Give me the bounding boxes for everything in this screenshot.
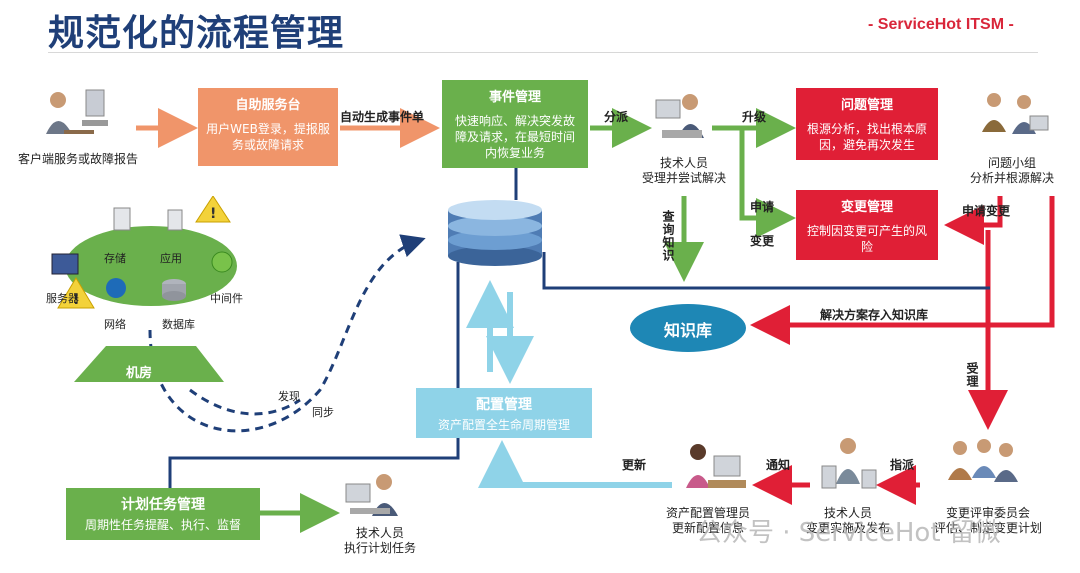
problem-box[interactable]: 问题管理 根源分析，找出根本原因，避免再次发生 — [796, 88, 938, 160]
line-db-to-planned — [168, 262, 460, 488]
tech3-line1: 技术人员 — [355, 526, 404, 540]
discover-label: 发现 — [278, 390, 300, 403]
assign-label: 指派 — [890, 458, 915, 472]
dashed-discover-curve — [189, 388, 301, 416]
storage-label: 存储 — [104, 252, 126, 265]
config-box[interactable]: 配置管理 资产配置全生命周期管理 — [416, 388, 592, 438]
change-box[interactable]: 变更管理 控制因变更可产生的风险 — [796, 190, 938, 260]
machine-room-label: 机房 — [126, 366, 153, 381]
tech-implement-icon — [821, 438, 877, 489]
apply-label: 申请 — [750, 200, 775, 214]
change-label: 变更 — [750, 234, 775, 248]
asset-admin-line1: 资产配置管理员 — [665, 506, 750, 520]
tech1-label: 技术人员 受理并尝试解决 — [624, 156, 744, 186]
tech1-line1: 技术人员 — [659, 156, 708, 170]
self-service-title: 自助服务台 — [235, 98, 301, 113]
dispatch-label: 分派 — [604, 110, 629, 124]
problem-group-line2: 分析并根源解决 — [969, 171, 1054, 185]
app-label: 应用 — [160, 252, 182, 265]
tech2-label: 技术人员 变更实施及发布 — [788, 506, 908, 536]
planned-task-box[interactable]: 计划任务管理 周期性任务提醒、执行、监督 — [66, 488, 260, 540]
database-icon — [448, 200, 542, 266]
tech2-line1: 技术人员 — [823, 506, 872, 520]
knowledge-base-shape — [630, 304, 746, 352]
middleware-label: 中间件 — [210, 292, 243, 305]
cab-label: 变更评审委员会 评估、制定变更计划 — [918, 506, 1058, 536]
escalate-label: 升级 — [742, 110, 767, 124]
client-person-icon — [46, 89, 108, 134]
warning-icon-left — [57, 277, 95, 309]
self-service-box[interactable]: 自助服务台 用户WEB登录，提报服务或故障请求 — [198, 88, 338, 166]
arrow-update — [478, 440, 672, 488]
incident-title: 事件管理 — [488, 90, 541, 105]
network-label: 网络 — [104, 318, 126, 331]
datacenter-diagram: ! ! — [51, 196, 237, 382]
arrow-request-change — [944, 196, 1003, 245]
change-desc: 控制因变更可产生的风险 — [806, 224, 927, 254]
machine-room-shape — [74, 346, 224, 382]
planned-title: 计划任务管理 — [121, 497, 205, 513]
asset-admin-icon — [686, 444, 746, 488]
warning-icon-top — [195, 196, 231, 223]
tech2-line2: 变更实施及发布 — [805, 521, 890, 535]
tech3-line2: 执行计划任务 — [343, 541, 416, 555]
cab-group-icon — [948, 439, 1018, 482]
svg-text:!: ! — [210, 206, 216, 222]
auto-ticket-label: 自动生成事件单 — [340, 110, 425, 124]
arrow-save-solution — [750, 196, 1055, 345]
app-icon — [167, 209, 183, 231]
sync-label: 同步 — [312, 406, 334, 419]
save-solution-label: 解决方案存入知识库 — [820, 308, 929, 322]
planned-desc: 周期性任务提醒、执行、监督 — [84, 518, 241, 532]
client-label: 客户端服务或故障报告 — [17, 152, 138, 166]
asset-admin-line2: 更新配置信息 — [671, 521, 744, 535]
problem-group-line1: 问题小组 — [987, 156, 1036, 170]
cab-line1: 变更评审委员会 — [945, 506, 1030, 520]
config-title: 配置管理 — [476, 397, 532, 413]
brand-label: - ServiceHot ITSM - — [868, 16, 1014, 33]
incident-box[interactable]: 事件管理 快速响应、解决突发故障及请求，在最短时间内恢复业务 — [442, 80, 588, 168]
tech-planned-icon — [345, 474, 398, 516]
database-label: 数据库 — [162, 318, 195, 331]
problem-group-icon — [982, 93, 1049, 134]
network-icon — [106, 278, 126, 298]
self-service-desc: 用户WEB登录，提报服务或故障请求 — [206, 122, 330, 152]
problem-group-label: 问题小组 分析并根源解决 — [952, 156, 1072, 186]
storage-icon — [113, 207, 131, 231]
line-db-to-change — [542, 252, 990, 290]
svg-text:!: ! — [73, 292, 79, 308]
notify-label: 通知 — [766, 458, 791, 472]
update-label: 更新 — [622, 458, 647, 472]
dashed-discover-sync — [148, 234, 426, 433]
middleware-icon — [211, 251, 233, 273]
header-divider — [48, 52, 1038, 53]
change-title: 变更管理 — [840, 200, 893, 215]
incident-desc: 快速响应、解决突发故障及请求，在最短时间内恢复业务 — [454, 114, 575, 160]
server-label: 服务器 — [46, 292, 79, 305]
tech1-line2: 受理并尝试解决 — [641, 171, 726, 185]
problem-desc: 根源分析，找出根本原因，避免再次发生 — [806, 122, 927, 152]
apply-change-label: 申请变更 — [962, 204, 1011, 218]
arrow-apply-change — [739, 128, 796, 238]
server-icon — [51, 253, 79, 275]
query-knowledge-label: 查询知识 — [661, 210, 675, 262]
accept-label: 受理 — [965, 362, 979, 388]
tech-person-icon — [655, 94, 704, 138]
tech3-label: 技术人员 执行计划任务 — [320, 526, 440, 556]
problem-title: 问题管理 — [840, 98, 893, 113]
page-title: 规范化的流程管理 — [48, 13, 345, 54]
watermark: 公众号 · ServiceHot 留微 — [696, 518, 1001, 548]
asset-admin-label: 资产配置管理员 更新配置信息 — [648, 506, 768, 536]
config-desc: 资产配置全生命周期管理 — [437, 418, 570, 432]
cab-line2: 评估、制定变更计划 — [933, 521, 1042, 535]
knowledge-base-label[interactable]: 知识库 — [663, 321, 712, 340]
